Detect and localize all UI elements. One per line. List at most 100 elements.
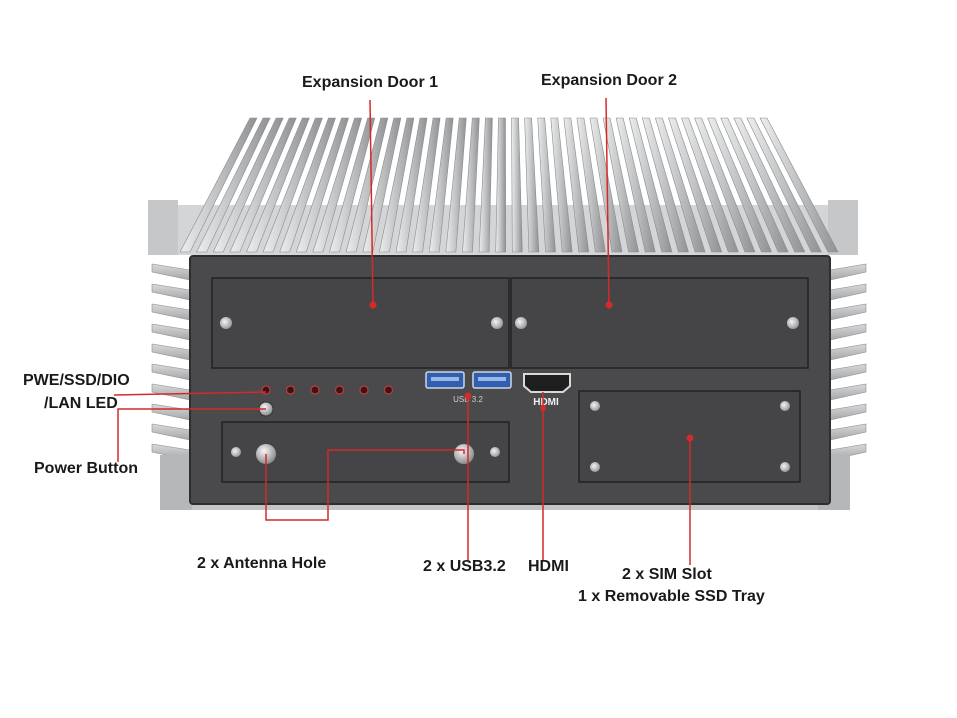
side-fin — [829, 283, 867, 301]
side-fin — [151, 423, 191, 441]
side-fin — [151, 263, 191, 281]
side-fin — [151, 403, 191, 421]
label-usb: 2 x USB3.2 — [423, 558, 506, 575]
right-side-fins — [829, 263, 867, 461]
screw — [515, 317, 527, 329]
screw — [787, 317, 799, 329]
heatsink-fin — [295, 117, 349, 253]
heatsink-fin — [495, 117, 506, 253]
heatsink-fin — [379, 117, 415, 253]
heatsink-fin — [229, 117, 297, 253]
callout-antenna — [265, 449, 465, 521]
side-fin — [151, 343, 191, 361]
heatsink-fin — [654, 117, 706, 253]
screw — [231, 447, 241, 457]
hdmi-port — [523, 373, 571, 393]
heatsink-fin — [462, 117, 480, 253]
hdmi-logo: HDMI — [533, 397, 559, 408]
screw — [491, 317, 503, 329]
callout-led — [113, 391, 267, 396]
label-sim-slot: 2 x SIM Slot — [622, 566, 712, 583]
screw — [780, 401, 790, 411]
side-fin — [829, 303, 867, 321]
callout-dots — [369, 301, 694, 442]
callout-expansion-door-2 — [605, 97, 610, 306]
heatsink-fin — [478, 117, 493, 253]
heatsink-fin — [329, 117, 376, 253]
heatsink-fin — [395, 117, 428, 253]
heatsink-fin — [524, 117, 540, 253]
expansion-door-1 — [211, 277, 510, 369]
side-fin — [151, 303, 191, 321]
heatsink-fin — [733, 117, 806, 253]
heatsink-fin — [312, 117, 363, 253]
heatsink-fin — [759, 117, 839, 253]
heatsink-fin — [720, 117, 789, 253]
heatsink-fin — [179, 117, 258, 253]
left-side-fins — [151, 263, 191, 461]
label-power-button: Power Button — [34, 460, 138, 477]
heatsink-fins — [179, 117, 839, 253]
label-led-line1: PWE/SSD/DIO — [23, 372, 130, 389]
callout-expansion-door-1 — [369, 99, 374, 306]
heatsink-fin — [602, 117, 639, 253]
heatsink-fin — [576, 117, 606, 253]
status-leds — [261, 385, 394, 395]
heatsink-fin — [563, 117, 590, 253]
label-expansion-door-2: Expansion Door 2 — [541, 72, 678, 89]
heatsink-fin — [537, 117, 556, 253]
side-fin — [151, 323, 191, 341]
screw — [590, 462, 600, 472]
usb-port-1 — [425, 371, 465, 389]
heatsink-fin — [212, 117, 284, 253]
heatsink-fin — [196, 117, 271, 253]
expansion-door-2 — [510, 277, 809, 369]
side-fin — [829, 423, 867, 441]
heatsink-fin — [246, 117, 310, 253]
side-fin — [829, 263, 867, 281]
label-ssd-tray: 1 x Removable SSD Tray — [578, 588, 765, 605]
chassis-left-foot — [160, 455, 192, 510]
side-fin — [829, 323, 867, 341]
heatsink-fin — [345, 117, 389, 253]
heatsink-fin — [550, 117, 573, 253]
side-fin — [829, 363, 867, 381]
side-fin — [829, 383, 867, 401]
screw — [780, 462, 790, 472]
label-hdmi: HDMI — [528, 558, 569, 575]
heatsink-fin — [641, 117, 689, 253]
heatsink-fin — [428, 117, 454, 253]
label-led-line2: /LAN LED — [44, 395, 118, 412]
status-led — [359, 385, 369, 395]
side-fin — [829, 403, 867, 421]
heatsink-fin — [511, 117, 523, 253]
heatsink-fin — [746, 117, 822, 253]
heatsink-fin — [279, 117, 336, 253]
screw — [490, 447, 500, 457]
status-led — [383, 385, 394, 395]
heatsink-fin — [694, 117, 756, 253]
status-led — [334, 385, 345, 395]
heatsink-fin — [668, 117, 723, 253]
callout-power-button — [117, 408, 266, 462]
heatsink-fin — [628, 117, 673, 253]
screw — [590, 401, 600, 411]
label-expansion-door-1: Expansion Door 1 — [302, 74, 439, 91]
status-led — [310, 385, 320, 395]
heatsink-fin — [615, 117, 656, 253]
heatsink-fin — [707, 117, 772, 253]
heatsink-fin — [589, 117, 623, 253]
usb-port-2 — [472, 371, 512, 389]
callout-lines — [113, 97, 691, 565]
side-fin — [151, 363, 191, 381]
side-fin — [151, 283, 191, 301]
heatsink-fin — [262, 117, 323, 253]
status-led — [285, 385, 296, 395]
side-fin — [829, 343, 867, 361]
heatsink-left-lip — [148, 200, 178, 255]
label-antenna-hole: 2 x Antenna Hole — [197, 555, 327, 572]
heatsink-fin — [681, 117, 739, 253]
screw — [220, 317, 232, 329]
